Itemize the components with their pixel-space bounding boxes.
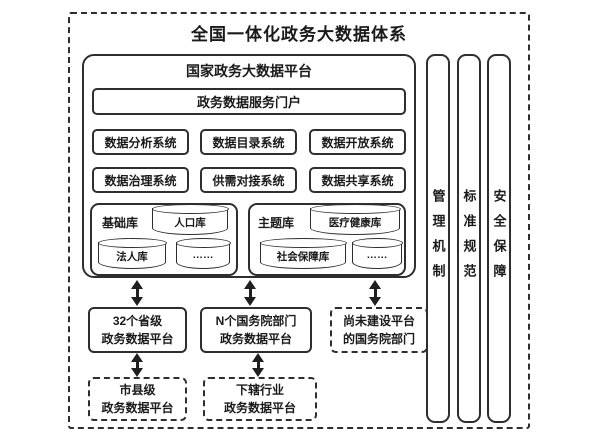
platform-title: 国家政务大数据平台 [186,63,312,79]
pillar-label: 安全保障 [491,188,507,289]
pillar-label: 管理机制 [430,188,446,289]
pillar-standards: 标准规范 [457,54,481,423]
pillar-management-mechanism: 管理机制 [426,54,450,423]
db-label: …… [366,249,388,261]
health-db-cylinder: 医疗健康库 [309,204,401,235]
node-line: 政务数据平台 [223,401,296,415]
data-governance-system-box: 数据治理系统 [92,167,189,193]
node-line: 下辖行业 [235,383,284,397]
data-analysis-system-box: 数据分析系统 [92,129,189,155]
data-sharing-system-box: 数据共享系统 [309,167,406,193]
base-ellipsis-db-cylinder: …… [175,238,231,269]
diagram-title: 全国一体化政务大数据体系 [191,25,407,44]
double-arrow [248,288,252,298]
population-db-cylinder: 人口库 [151,204,229,235]
theme-ellipsis-db-cylinder: …… [351,238,403,269]
data-open-system-box: 数据开放系统 [309,129,406,155]
provincial-platform-box: 32个省级 政务数据平台 [88,307,187,353]
legal-entity-db-cylinder: 法人库 [97,238,167,269]
node-line: 尚未建设平台 [342,314,415,328]
node-line: 政务数据平台 [219,332,292,346]
unbuilt-dept-box: 尚未建设平台 的国务院部门 [330,307,428,353]
theme-library-label: 主题库 [258,216,295,230]
node-line: 的国务院部门 [342,332,415,346]
double-arrow [373,288,377,298]
pillar-security: 安全保障 [487,54,511,423]
db-label: …… [192,249,214,261]
db-label: 医疗健康库 [328,217,382,229]
db-label: 社会保障库 [276,251,330,263]
city-county-platform-box: 市县级 政务数据平台 [88,377,187,421]
state-council-dept-platform-box: N个国务院部门 政务数据平台 [200,307,312,353]
supply-demand-system-box: 供需对接系统 [200,167,297,193]
outer-frame [68,12,530,429]
double-arrow [256,361,260,369]
node-line: 政务数据平台 [101,401,174,415]
portal-box: 政务数据服务门户 [92,88,406,115]
db-label: 人口库 [174,217,206,229]
node-line: 市县级 [119,383,156,397]
double-arrow [135,361,139,369]
node-line: 政务数据平台 [101,332,174,346]
pillar-label: 标准规范 [461,188,477,289]
db-label: 法人库 [116,251,148,263]
data-catalog-system-box: 数据目录系统 [200,129,297,155]
base-library-label: 基础库 [102,216,139,230]
node-line: N个国务院部门 [215,314,297,328]
industry-platform-box: 下辖行业 政务数据平台 [203,377,317,421]
node-line: 32个省级 [112,314,163,328]
double-arrow [135,288,139,298]
social-security-db-cylinder: 社会保障库 [259,238,347,269]
